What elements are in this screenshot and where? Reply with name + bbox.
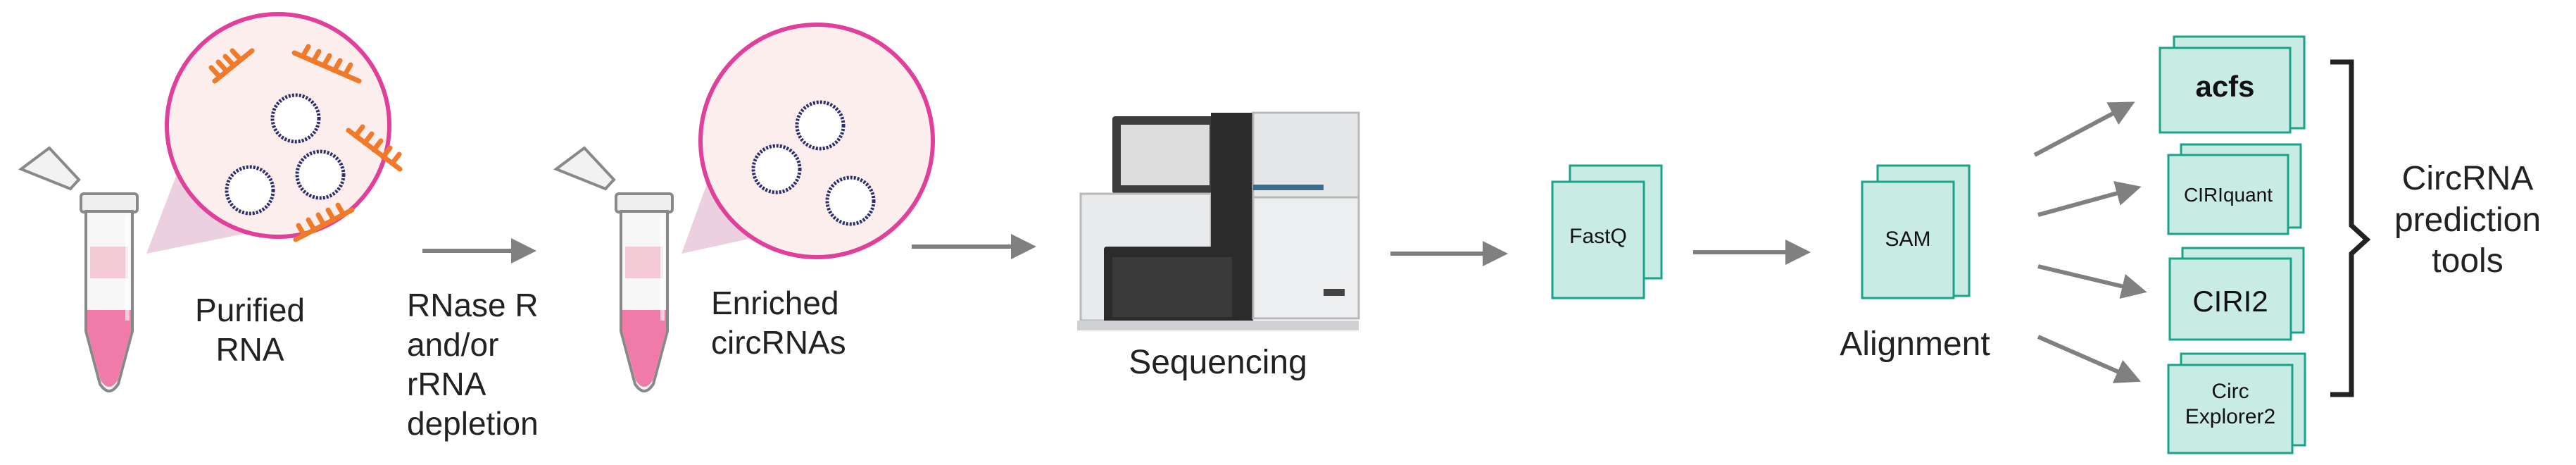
enriched-circrnas-label: Enriched circRNAs <box>711 285 846 361</box>
alignment-label: Alignment <box>1840 326 1990 363</box>
sample-tube-icon <box>18 146 139 392</box>
arrow-to-circexplorer2 <box>2037 335 2141 383</box>
ciriquant-file-icon <box>2167 143 2302 235</box>
ciriquant-label: CIRIquant <box>2183 184 2273 206</box>
fastq-file-icon <box>1551 164 1663 299</box>
circexplorer2-file-icon <box>2167 352 2306 454</box>
sequencer-icon <box>1077 111 1360 330</box>
arrow-to-ciri2 <box>2037 264 2147 299</box>
arrow-to-ciriquant <box>2037 180 2142 217</box>
sequencing-label: Sequencing <box>1129 344 1307 381</box>
ciri2-label: CIRI2 <box>2192 285 2268 318</box>
prediction-tools-label: CircRNA prediction tools <box>2394 160 2542 280</box>
sam-label: SAM <box>1885 228 1931 251</box>
bracket-icon <box>2330 59 2371 397</box>
acfs-label: acfs <box>2195 70 2255 103</box>
purified-rna-label: Purified RNA <box>195 292 305 368</box>
acfs-file-icon <box>2159 35 2306 134</box>
ciri2-file-icon <box>2168 247 2305 341</box>
purified-rna-magnifier <box>146 12 403 254</box>
rnase-depletion-label: RNase R and/or rRNA depletion <box>407 287 539 442</box>
sample-tube-icon <box>553 146 674 392</box>
arrow-to-acfs <box>2033 101 2135 157</box>
circexplorer2-label: Circ Explorer2 <box>2185 380 2276 428</box>
enriched-circrna-magnifier <box>681 23 935 259</box>
fastq-label: FastQ <box>1569 225 1627 248</box>
sam-file-icon <box>1861 164 1971 299</box>
